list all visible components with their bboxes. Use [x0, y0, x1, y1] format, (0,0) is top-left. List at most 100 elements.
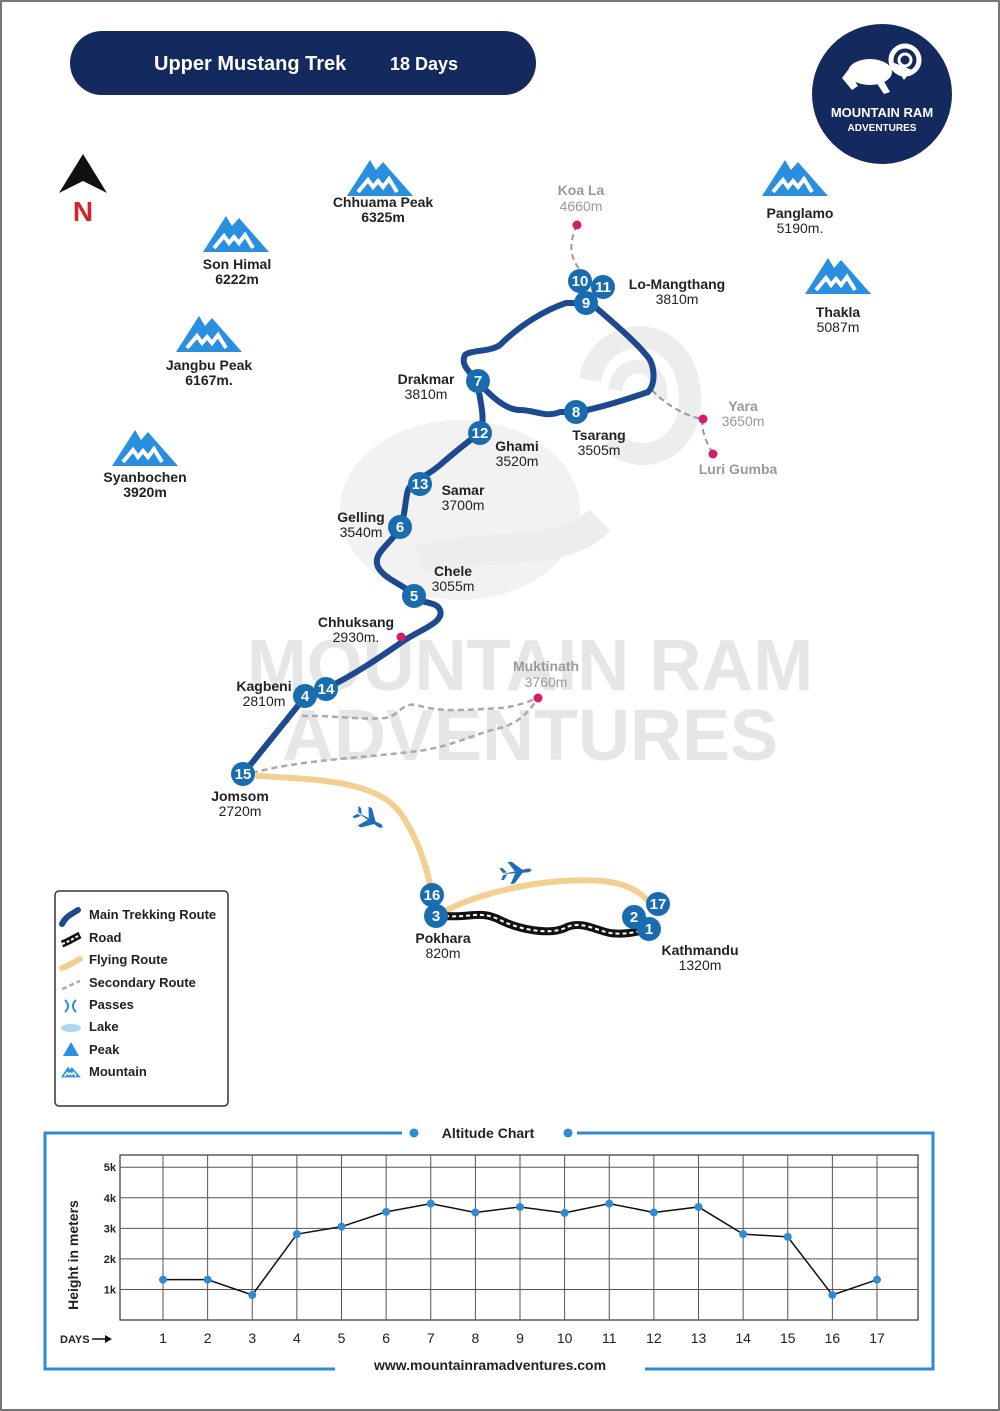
altitude-point — [292, 1230, 301, 1239]
place-name: Pokhara — [415, 930, 470, 946]
logo-line2: ADVENTURES — [848, 123, 917, 134]
svg-text:10: 10 — [572, 273, 589, 290]
place-name: Chhuksang — [318, 614, 394, 630]
side-place-name: Luri Gumba — [699, 461, 778, 477]
mountain-name: Thakla — [816, 304, 861, 320]
svg-text:1: 1 — [645, 921, 653, 938]
legend-label: Main Trekking Route — [89, 907, 216, 922]
place-name: Kagbeni — [236, 678, 291, 694]
place-alt: 1320m — [679, 957, 722, 973]
mountain-legend-icon — [61, 1066, 81, 1078]
place-marker — [533, 693, 543, 703]
peak-icon — [63, 1042, 79, 1056]
pass-icon — [64, 999, 77, 1013]
svg-text:9: 9 — [582, 295, 590, 312]
mountain-name: Son Himal — [203, 256, 271, 272]
x-tick-label: 17 — [869, 1330, 885, 1346]
x-tick-label: 12 — [646, 1330, 662, 1346]
svg-text:17: 17 — [650, 896, 667, 913]
flying-swatch — [59, 956, 83, 971]
svg-text:14: 14 — [318, 681, 335, 698]
svg-text:5: 5 — [410, 588, 418, 605]
altitude-point — [828, 1290, 837, 1299]
legend-label: Road — [89, 930, 122, 945]
altitude-points — [159, 1199, 881, 1299]
y-tick-label: 2k — [104, 1254, 117, 1266]
svg-text:6: 6 — [396, 519, 404, 536]
altitude-point — [426, 1199, 435, 1208]
plot-area — [119, 1154, 919, 1321]
north-arrow-icon — [59, 154, 107, 193]
stop-marker: 4 — [293, 684, 317, 708]
mountain-alt: 5087m — [817, 319, 860, 335]
altitude-point — [516, 1202, 524, 1211]
x-tick-label: 7 — [427, 1330, 435, 1346]
place-alt: 2720m — [219, 803, 262, 819]
x-axis-label: DAYS — [60, 1334, 90, 1346]
place-alt: 3810m — [656, 291, 699, 307]
place-name: Chele — [434, 563, 472, 579]
place-name: Lo-Mangthang — [629, 276, 725, 292]
mountain-alt: 6167m. — [185, 372, 232, 388]
place-marker — [572, 220, 582, 230]
svg-text:11: 11 — [595, 279, 611, 296]
altitude-point — [783, 1232, 792, 1241]
flying-routes — [255, 773, 655, 917]
stop-marker: 14 — [314, 677, 338, 701]
x-tick-label: 14 — [735, 1330, 751, 1346]
title-dot — [563, 1128, 573, 1138]
altitude-point — [605, 1199, 614, 1208]
place-alt: 3540m — [340, 524, 383, 540]
place-alt: 3700m — [442, 497, 485, 513]
y-tick-label: 4k — [104, 1193, 117, 1205]
x-tick-label: 15 — [780, 1330, 796, 1346]
place-marker — [708, 449, 718, 459]
x-tick-label: 2 — [204, 1330, 212, 1346]
stop-marker: 7 — [466, 369, 490, 393]
mountain-name: Panglamo — [767, 205, 834, 221]
altitude-point — [560, 1208, 569, 1217]
stop-marker: 9 — [574, 291, 598, 315]
watermark-line2: ADVENTURES — [282, 696, 778, 776]
mountain-name: Chhuama Peak — [333, 194, 434, 210]
website-url: www.mountainramadventures.com — [373, 1357, 606, 1373]
mountain-name: Syanbochen — [103, 469, 186, 485]
stop-marker: 11 — [591, 275, 615, 299]
ram-logo-icon — [842, 43, 922, 94]
place-alt: 3810m — [405, 386, 448, 402]
stop-marker: 2 — [622, 905, 646, 929]
side-place-name: Muktinath — [513, 658, 579, 674]
x-tick-label: 9 — [516, 1330, 524, 1346]
x-tick-label: 16 — [825, 1330, 841, 1346]
logo-line1: MOUNTAIN RAM — [831, 105, 933, 120]
main-route-swatch — [59, 907, 81, 927]
legend-label: Secondary Route — [89, 975, 196, 990]
place-alt: 3520m — [496, 453, 539, 469]
stop-marker: 12 — [468, 421, 492, 445]
place-name: Kathmandu — [662, 942, 739, 958]
day-markers: 1 2 3 4 5 6 7 8 9 10 11 12 13 14 15 16 1… — [231, 269, 670, 941]
place-marker — [698, 414, 708, 424]
stop-marker: 13 — [408, 472, 432, 496]
side-place-alt: 3650m — [722, 413, 765, 429]
main-trekking-route — [240, 300, 657, 777]
altitude-point — [203, 1275, 212, 1284]
stop-marker: 8 — [564, 400, 588, 424]
y-axis-label: Height in meters — [65, 1200, 81, 1310]
altitude-point — [739, 1230, 748, 1239]
legend-label: Lake — [89, 1019, 119, 1034]
place-name: Tsarang — [572, 427, 625, 443]
svg-text:7: 7 — [474, 373, 482, 390]
side-place-alt: 4660m — [560, 198, 603, 214]
x-tick-label: 8 — [471, 1330, 479, 1346]
ram-watermark — [340, 326, 702, 600]
x-tick-label: 5 — [338, 1330, 346, 1346]
altitude-point — [248, 1290, 257, 1299]
x-tick-label: 1 — [159, 1330, 167, 1346]
mountain-alt: 6325m — [361, 209, 405, 225]
place-name: Gelling — [337, 509, 384, 525]
altitude-point — [337, 1222, 346, 1231]
svg-text:4: 4 — [301, 688, 310, 705]
